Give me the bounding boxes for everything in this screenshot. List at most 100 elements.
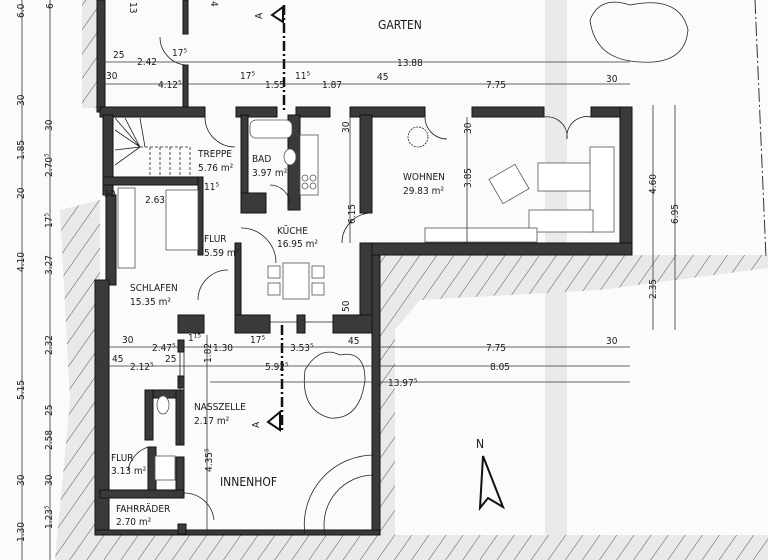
section-label-top: A — [254, 12, 265, 19]
hatched-ground — [55, 0, 768, 560]
dim-label: 2.58 — [44, 430, 55, 450]
dim-label: 30 — [606, 336, 618, 347]
room-schlafen-name: SCHLAFEN — [130, 283, 178, 294]
dim-label: 2.47⁵ — [152, 343, 176, 354]
dim-label: 4.60 — [648, 174, 659, 194]
dim-label: 30 — [463, 122, 474, 134]
room-nasszelle-area: 2.17 m² — [194, 416, 230, 427]
room-schlafen-area: 15.35 m² — [130, 297, 171, 308]
dim-label: 3.53⁵ — [290, 343, 314, 354]
dim-label: 30 — [44, 474, 55, 486]
room-flur2-name: FLUR — [111, 453, 134, 464]
room-bad-name: BAD — [252, 154, 271, 165]
dimensions-top: 25 2.42 17⁵ 13.88 30 4.12⁵ 17⁵ 1.55 11⁵ … — [106, 1, 618, 91]
doors — [127, 36, 592, 536]
dim-label: 2.63 — [145, 195, 165, 206]
north-label: N — [476, 437, 484, 451]
section-label-bottom: A — [251, 421, 262, 428]
room-fahrraeder-name: FAHRRÄDER — [116, 502, 170, 515]
room-treppe-name: TREPPE — [197, 149, 232, 160]
dimensions-vertical: 1.82 4.35⁵ 6.15 50 30 3.85 4.60 6.95 2.3… — [104, 121, 681, 472]
dim-label: 2.70⁵ — [44, 153, 55, 177]
dim-label: 1.30 — [213, 343, 233, 354]
dim-label: 13 — [127, 2, 138, 13]
dimensions-left: 6.0 30 1.85 20 4.10 5.15 30 1.30 6 30 2.… — [16, 3, 56, 542]
dim-label: 25 — [113, 50, 124, 61]
room-kueche-area: 16.95 m² — [277, 239, 318, 250]
staircase — [114, 117, 191, 175]
dim-label: 1.30 — [16, 522, 27, 542]
dim-label: 1.23⁵ — [44, 505, 55, 529]
dim-label: 45 — [112, 354, 123, 365]
furniture — [117, 119, 615, 481]
room-flur2-area: 3.13 m² — [111, 466, 147, 477]
dim-label: 25 — [165, 354, 176, 365]
dim-label: 11⁵ — [204, 182, 219, 193]
dim-label: 6.0 — [16, 3, 27, 18]
dim-label: 6.95 — [670, 204, 681, 224]
room-flur-area: 5.59 m² — [204, 248, 240, 259]
dim-label: 11⁵ — [295, 71, 310, 82]
dim-label: 1.87 — [322, 80, 342, 91]
dim-label: 17⁵ — [240, 71, 255, 82]
dimensions-middle: 30 2.47⁵ 1¹⁵ 1.30 17⁵ 3.53⁵ 45 7.75 30 4… — [112, 333, 618, 389]
dim-label: 17⁵ — [172, 48, 187, 59]
dim-label: 3.85 — [463, 168, 474, 188]
room-treppe-area: 5.76 m² — [198, 163, 234, 174]
dim-label: 30 — [16, 474, 27, 486]
dim-label: 30 — [16, 94, 27, 106]
room-wohnen-name: WOHNEN — [403, 172, 445, 183]
dim-label: 30 — [44, 119, 55, 131]
dim-label: 1.85 — [16, 140, 27, 160]
dim-label: 4 — [208, 1, 219, 7]
dim-label: 13.97⁵ — [388, 378, 418, 389]
dimension-lines — [21, 0, 676, 560]
dim-label: 3.27 — [44, 255, 55, 275]
dim-label: 30 — [106, 71, 118, 82]
dim-label: 4.12⁵ — [158, 80, 182, 91]
dim-label: 8.05 — [490, 362, 510, 373]
dim-label: 13.88 — [397, 58, 423, 69]
dim-label: 30 — [606, 74, 618, 85]
dim-label: 17⁵ — [44, 213, 55, 228]
dim-label: 5.92⁵ — [265, 362, 289, 373]
dim-label: 20 — [16, 187, 27, 199]
property-line — [754, 0, 767, 259]
dim-label: 17⁵ — [250, 335, 265, 346]
dim-label: 45 — [377, 72, 388, 83]
room-garten: GARTEN — [378, 18, 422, 32]
room-fahrraeder-area: 2.70 m² — [116, 517, 152, 528]
section-line-a: A A — [251, 5, 286, 432]
dim-label: 5.15 — [16, 380, 27, 400]
dim-label: 4.10 — [16, 252, 27, 272]
room-bad-area: 3.97 m² — [252, 168, 288, 179]
room-flur-name: FLUR — [204, 234, 227, 245]
dim-label: 4.35⁵ — [204, 448, 215, 472]
walls — [94, 0, 633, 536]
dim-label: 1¹⁵ — [188, 333, 201, 344]
dim-label: 7.75 — [486, 343, 506, 354]
dim-label: 30 — [341, 121, 352, 133]
dim-label: 1.55 — [265, 80, 285, 91]
dim-label: 50 — [341, 300, 352, 312]
room-wohnen-area: 29.83 m² — [403, 186, 444, 197]
room-labels: GARTEN TREPPE 5.76 m² BAD 3.97 m² KÜCHE … — [111, 18, 445, 528]
dim-label: 30 — [104, 189, 116, 200]
room-kueche-name: KÜCHE — [277, 224, 308, 237]
dim-label: 2.35 — [648, 279, 659, 299]
plants — [303, 1, 689, 419]
dim-label: 7.75 — [486, 80, 506, 91]
dim-label: 6 — [45, 3, 56, 9]
dim-label: 1.82 — [203, 343, 214, 363]
dim-label: 30 — [122, 335, 134, 346]
room-innenhof: INNENHOF — [220, 475, 277, 489]
dim-label: 45 — [348, 336, 359, 347]
dim-label: 25 — [44, 405, 55, 416]
north-arrow: N — [476, 437, 506, 512]
room-nasszelle-name: NASSZELLE — [194, 402, 246, 413]
dim-label: 2.42 — [137, 57, 157, 68]
dim-label: 6.15 — [347, 204, 358, 224]
dim-label: 2.32 — [44, 335, 55, 355]
dim-label: 2.12⁵ — [130, 362, 154, 373]
